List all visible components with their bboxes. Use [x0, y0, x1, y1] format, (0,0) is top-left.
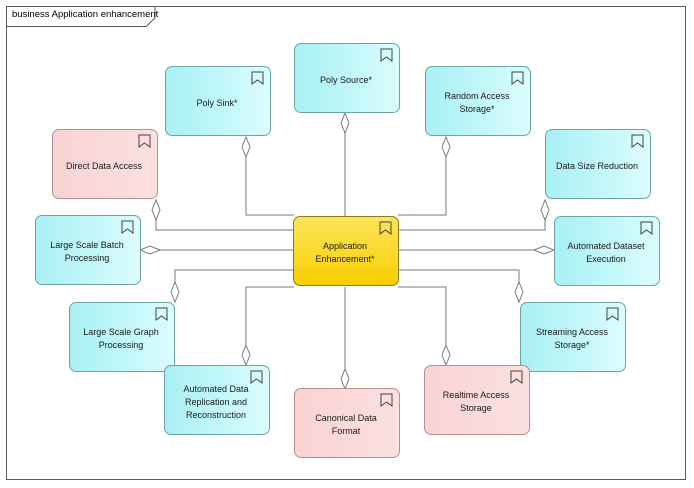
node-realtime-access-storage[interactable]: Realtime Access Storage: [424, 365, 530, 435]
bookmark-icon: [379, 221, 392, 235]
diamond-poly-sink: [241, 135, 251, 159]
node-canonical-data-format[interactable]: Canonical Data Format: [294, 388, 400, 458]
node-label: Canonical Data Format: [315, 413, 377, 436]
bookmark-icon: [631, 134, 644, 148]
connector-automated-replication: [245, 286, 294, 365]
bookmark-icon: [510, 370, 523, 384]
bookmark-icon: [606, 307, 619, 321]
connector-realtime: [398, 286, 447, 365]
bookmark-icon: [640, 221, 653, 235]
diamond-data-size: [540, 198, 550, 222]
node-label: Large Scale Batch Processing: [50, 240, 124, 263]
diamond-direct-data: [151, 198, 161, 222]
bookmark-icon: [121, 220, 134, 234]
bookmark-icon: [380, 48, 393, 62]
diamond-canonical: [340, 367, 350, 391]
node-label: Large Scale Graph Processing: [83, 327, 159, 350]
diamond-large-batch: [138, 245, 162, 255]
diamond-large-graph: [170, 280, 180, 304]
bookmark-icon: [250, 370, 263, 384]
bookmark-icon: [138, 134, 151, 148]
diamond-poly-source: [340, 111, 350, 135]
node-label: Poly Sink*: [196, 97, 238, 108]
node-label: Direct Data Access: [65, 160, 143, 171]
node-label: Random Access Storage*: [444, 91, 510, 114]
bookmark-icon: [155, 307, 168, 321]
node-automated-dataset-execution[interactable]: Automated Dataset Execution: [554, 216, 660, 286]
bookmark-icon: [511, 71, 524, 85]
frame-title: business Application enhancement: [12, 9, 159, 20]
node-large-scale-batch[interactable]: Large Scale Batch Processing: [35, 215, 141, 285]
node-automated-data-replication[interactable]: Automated Data Replication and Reconstru…: [164, 365, 270, 435]
node-poly-source[interactable]: Poly Source*: [294, 43, 400, 113]
node-label: Streaming Access Storage*: [535, 327, 609, 350]
node-poly-sink[interactable]: Poly Sink*: [165, 66, 271, 136]
node-label: Automated Dataset Execution: [567, 241, 645, 264]
node-label: Realtime Access Storage: [442, 390, 510, 413]
node-label: Application Enhancement*: [315, 241, 375, 264]
connector-streaming: [398, 269, 520, 301]
connector-poly-sink: [245, 137, 294, 216]
bookmark-icon: [251, 71, 264, 85]
node-label: Data Size Reduction: [555, 160, 639, 171]
diagram-frame: [6, 6, 686, 480]
node-streaming-access-storage[interactable]: Streaming Access Storage*: [520, 302, 626, 372]
node-label: Poly Source*: [319, 74, 373, 85]
frame-tab: [6, 6, 156, 27]
bookmark-icon: [380, 393, 393, 407]
node-label: Automated Data Replication and Reconstru…: [183, 383, 249, 420]
diamond-realtime: [441, 343, 451, 367]
node-data-size-reduction[interactable]: Data Size Reduction: [545, 129, 651, 199]
connector-large-graph: [174, 269, 294, 301]
connector-random-access: [398, 137, 447, 216]
node-random-access-storage[interactable]: Random Access Storage*: [425, 66, 531, 136]
node-direct-data-access[interactable]: Direct Data Access: [52, 129, 158, 199]
diamond-automated-replication: [241, 343, 251, 367]
node-large-scale-graph[interactable]: Large Scale Graph Processing: [69, 302, 175, 372]
diamond-automated-dataset: [532, 245, 556, 255]
diamond-random-access: [441, 135, 451, 159]
diamond-streaming: [514, 280, 524, 304]
node-application-enhancement[interactable]: Application Enhancement*: [293, 216, 399, 286]
